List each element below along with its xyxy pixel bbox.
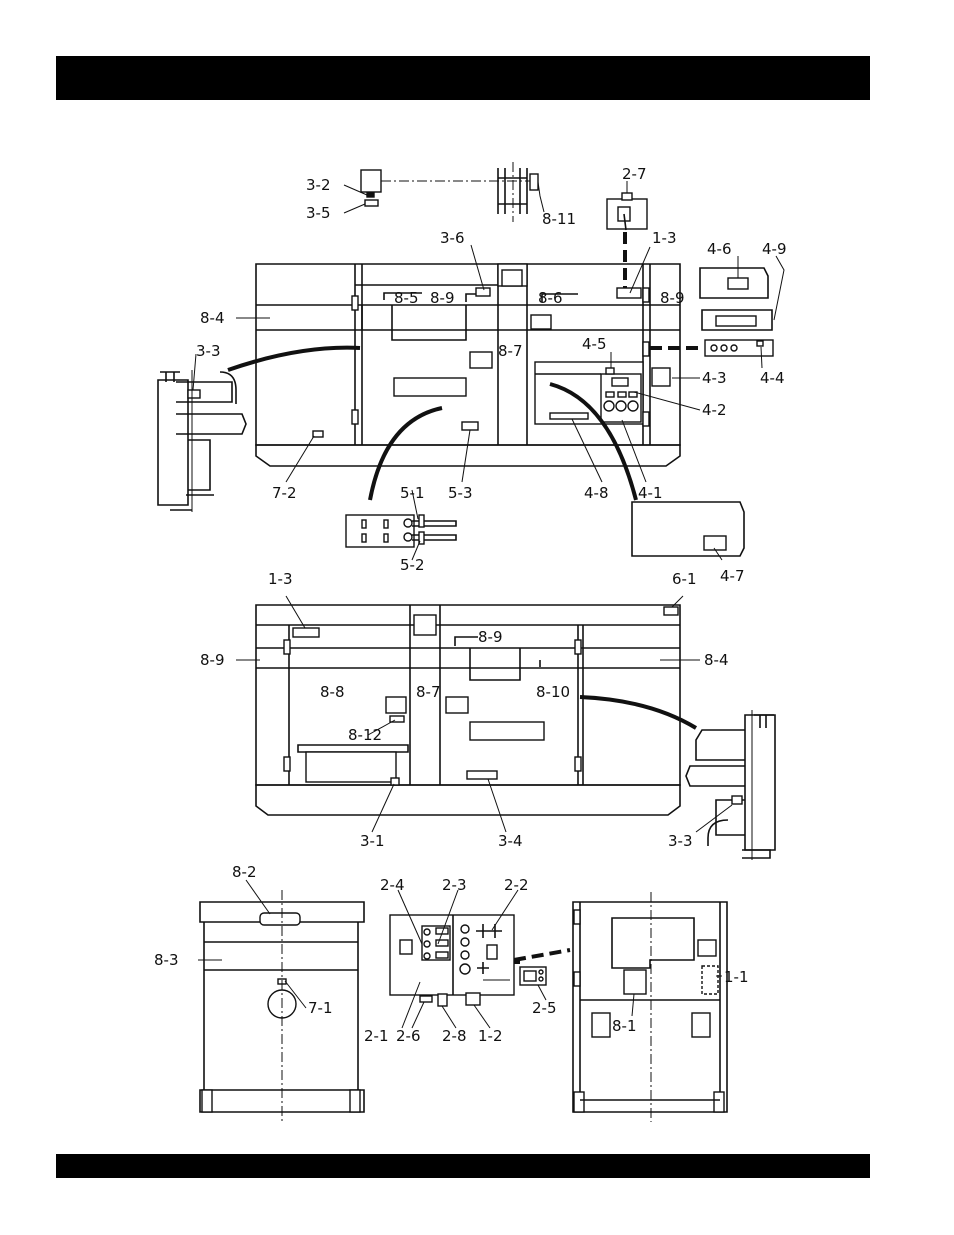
- callout-8-12: 8-12: [348, 726, 382, 744]
- callout-4-5: 4-5: [582, 335, 607, 353]
- callout-8-3: 8-3: [154, 951, 179, 969]
- callout-1-3-top: 1-3: [652, 229, 677, 247]
- callout-4-3: 4-3: [702, 369, 727, 387]
- callout-3-1: 3-1: [360, 832, 385, 850]
- callout-1-2: 1-2: [478, 1027, 503, 1045]
- callout-8-7-mid: 8-7: [416, 683, 441, 701]
- front-view: [573, 892, 727, 1122]
- callout-4-8: 4-8: [584, 484, 609, 502]
- control-panel: [390, 915, 570, 1006]
- callout-2-4: 2-4: [380, 876, 405, 894]
- callout-8-1: 8-1: [612, 1017, 637, 1035]
- callout-2-7: 2-7: [622, 165, 647, 183]
- callout-8-2: 8-2: [232, 863, 257, 881]
- callout-3-3-right: 3-3: [668, 832, 693, 850]
- callout-4-9: 4-9: [762, 240, 787, 258]
- callout-1-1: 1-1: [724, 968, 749, 986]
- callout-8-11: 8-11: [542, 210, 576, 228]
- callout-2-6: 2-6: [396, 1027, 421, 1045]
- callout-8-7-top: 8-7: [498, 342, 523, 360]
- callout-7-1: 7-1: [308, 999, 333, 1017]
- callout-3-5: 3-5: [306, 204, 331, 222]
- inset-4-7: [632, 502, 744, 556]
- side-view-right: [256, 605, 696, 815]
- engine-end-right: [686, 710, 775, 860]
- callout-4-4: 4-4: [760, 369, 785, 387]
- callout-1-3-mid: 1-3: [268, 570, 293, 588]
- inset-5: [346, 515, 456, 547]
- callout-2-8: 2-8: [442, 1027, 467, 1045]
- callout-8-4-mid: 8-4: [704, 651, 729, 669]
- breaker-inset: [607, 193, 647, 288]
- callout-8-5: 8-5: [394, 289, 419, 307]
- callout-8-9-top-a: 8-9: [430, 289, 455, 307]
- callout-5-1: 5-1: [400, 484, 425, 502]
- callout-3-2: 3-2: [306, 176, 331, 194]
- callout-3-3-left: 3-3: [196, 342, 221, 360]
- callout-2-5: 2-5: [532, 999, 557, 1017]
- callout-5-3: 5-3: [448, 484, 473, 502]
- callout-6-1: 6-1: [672, 570, 697, 588]
- engine-end-left: [158, 370, 246, 512]
- callout-3-6: 3-6: [440, 229, 465, 247]
- rear-view: [200, 890, 364, 1122]
- callout-2-2: 2-2: [504, 876, 529, 894]
- callout-8-10: 8-10: [536, 683, 570, 701]
- callout-7-2: 7-2: [272, 484, 297, 502]
- callout-8-6: 8-6: [538, 289, 563, 307]
- callout-2-3: 2-3: [442, 876, 467, 894]
- callout-4-1: 4-1: [638, 484, 663, 502]
- callout-8-9-top-b: 8-9: [660, 289, 685, 307]
- callout-8-9-mid-left: 8-9: [200, 651, 225, 669]
- callout-8-8: 8-8: [320, 683, 345, 701]
- callout-4-7: 4-7: [720, 567, 745, 585]
- callout-3-4: 3-4: [498, 832, 523, 850]
- roof-detail: [361, 162, 538, 222]
- callout-5-2: 5-2: [400, 556, 425, 574]
- callout-4-6: 4-6: [707, 240, 732, 258]
- callout-2-1: 2-1: [364, 1027, 389, 1045]
- callout-8-4-top: 8-4: [200, 309, 225, 327]
- callout-8-9-mid-center: 8-9: [478, 628, 503, 646]
- callout-4-2: 4-2: [702, 401, 727, 419]
